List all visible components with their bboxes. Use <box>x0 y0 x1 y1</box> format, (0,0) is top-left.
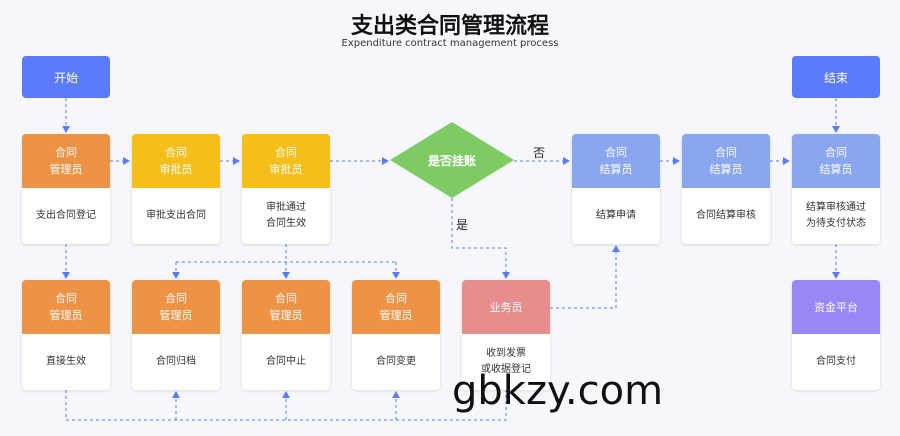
card-action-line: 为待支付状态 <box>806 218 866 229</box>
card-role-line: 合同 <box>55 292 77 305</box>
decision-label: 是否挂账 <box>427 153 476 168</box>
card-action-line: 结算申请 <box>596 210 636 221</box>
edge-decision-yes <box>451 198 510 279</box>
card-action-line: 收到发票 <box>486 348 526 359</box>
edge-staff-to-request <box>550 245 620 309</box>
card-contract-admin-register: 合同管理员 支出合同登记 <box>22 134 110 244</box>
card-role-line: 合同 <box>275 292 297 305</box>
card-role-line: 合同 <box>165 146 187 159</box>
page-subtitle: Expenditure contract management process <box>341 38 559 49</box>
card-admin-change: 合同管理员 合同变更 <box>352 280 440 390</box>
card-action-line: 合同生效 <box>266 218 306 229</box>
card-action-line: 合同结算审核 <box>696 210 756 221</box>
card-approver-review: 合同审批员 审批支出合同 <box>132 134 220 244</box>
card-business-staff: 业务员 收到发票或收据登记 <box>462 280 550 390</box>
decision-no-label: 否 <box>533 146 546 160</box>
card-role-line: 管理员 <box>379 309 413 322</box>
card-settlement-review: 合同结算员 合同结算审核 <box>682 134 770 244</box>
card-role-line: 管理员 <box>269 309 303 322</box>
card-action-line: 直接生效 <box>46 356 86 367</box>
card-role-line: 资金平台 <box>814 300 858 314</box>
card-action-line: 合同中止 <box>266 356 306 367</box>
decision-yes-label: 是 <box>456 218 469 232</box>
card-action-line: 审批通过 <box>266 202 306 213</box>
card-approver-effective: 合同审批员 审批通过合同生效 <box>242 134 330 244</box>
card-role-line: 管理员 <box>49 309 83 322</box>
card-role-line: 管理员 <box>49 163 83 176</box>
watermark-text: gbkzy.com <box>452 368 664 414</box>
card-role-line: 业务员 <box>489 300 523 314</box>
card-admin-effective: 合同管理员 直接生效 <box>22 280 110 390</box>
card-role-line: 合同 <box>275 146 297 159</box>
card-admin-archive: 合同管理员 合同归档 <box>132 280 220 390</box>
card-settlement-pending: 合同结算员 结算审核通过为待支付状态 <box>792 134 880 244</box>
card-role-line: 合同 <box>165 292 187 305</box>
card-action-line: 合同归档 <box>156 356 196 367</box>
decision-diamond <box>390 122 514 198</box>
card-action-line: 合同变更 <box>376 356 416 367</box>
card-admin-terminate: 合同管理员 合同中止 <box>242 280 330 390</box>
card-role-line: 结算员 <box>599 163 633 176</box>
card-role-line: 审批员 <box>159 163 193 176</box>
card-role-line: 合同 <box>385 292 407 305</box>
card-role-line: 合同 <box>55 146 77 159</box>
card-role-line: 管理员 <box>159 309 193 322</box>
card-action-line: 合同支付 <box>816 356 856 367</box>
card-action-line: 审批支出合同 <box>146 210 206 221</box>
card-fund-platform: 资金平台 合同支付 <box>792 280 880 390</box>
card-role-line: 合同 <box>825 146 847 159</box>
start-node: 开始 <box>22 56 110 98</box>
edge-bottom-loop <box>65 390 507 421</box>
card-role-line: 结算员 <box>709 163 743 176</box>
page-title: 支出类合同管理流程 <box>350 14 549 39</box>
start-node-label: 开始 <box>53 70 78 85</box>
card-role-line: 审批员 <box>269 163 303 176</box>
card-settlement-request: 合同结算员 结算申请 <box>572 134 660 244</box>
card-role-line: 结算员 <box>819 163 853 176</box>
card-role-line: 合同 <box>605 146 627 159</box>
end-node-label: 结束 <box>823 70 848 85</box>
card-action-line: 或收据登记 <box>481 364 531 375</box>
card-role-line: 合同 <box>715 146 737 159</box>
card-action-line: 支出合同登记 <box>36 210 96 221</box>
end-node: 结束 <box>792 56 880 98</box>
card-action-line: 结算审核通过 <box>806 202 866 213</box>
